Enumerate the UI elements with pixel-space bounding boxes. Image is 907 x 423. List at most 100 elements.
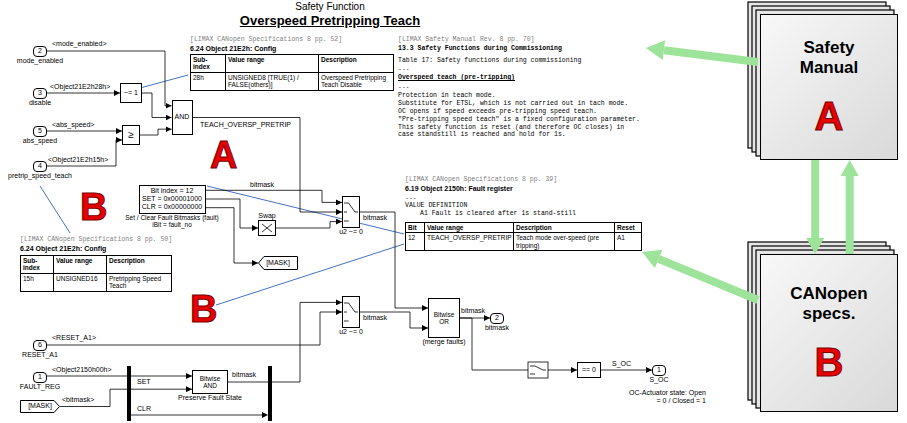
- manual-text: OC opens if speed exceeds pre-tripping s…: [398, 108, 597, 115]
- spec-table: Sub-indexValue rangeDescription28hUNSIGN…: [190, 54, 394, 91]
- block-caption: disable: [29, 99, 51, 107]
- switch-block: u2 ~= 0: [342, 196, 360, 228]
- switch-symbol: [344, 303, 358, 321]
- block-text: 1: [38, 373, 42, 381]
- block-caption: FAULT_REG: [20, 383, 60, 391]
- manual-text: ...: [398, 65, 410, 72]
- block-text: AND: [175, 113, 190, 121]
- block-caption-group: mode_enabled: [17, 57, 63, 65]
- spec-text: A1 Fault is cleared after 1s stand-still: [420, 210, 576, 217]
- node-body: Bitwise AND: [197, 375, 223, 390]
- block-caption-group: FAULT_REG: [20, 383, 60, 391]
- manual-text: Substitute for ETSL, which is not carrie…: [398, 100, 628, 107]
- block-caption-group: S_OC: [649, 376, 668, 384]
- node-body: Bitwise OR: [431, 311, 457, 326]
- table-row: Sub-indexValue rangeDescription: [191, 55, 394, 73]
- green-arrow-shaft: [664, 50, 758, 62]
- table-cell: TEACH_OVERSP_PRETRIP: [425, 233, 514, 251]
- block-text: == 0: [582, 366, 596, 374]
- table-cell: Value range: [226, 55, 319, 73]
- table-row: Sub-indexValue rangeDescription: [21, 256, 172, 274]
- block-text: ≥: [128, 129, 134, 141]
- bus-bar: [127, 366, 131, 421]
- block-caption-group: Set / Clear Fault Bitmasks (fault)iBit =…: [125, 214, 219, 229]
- block-text: 2: [495, 314, 499, 322]
- table-cell: Bit: [406, 223, 425, 233]
- leader-line: [207, 186, 404, 234]
- node-body: 6: [38, 341, 42, 349]
- green-arrow-head: [642, 250, 662, 268]
- node-body: Bit index = 12SET = 0x00001000CLR = 0x00…: [142, 187, 203, 211]
- table-cell: UNSIGNED8 [TRUE(1) / FALSE(others)]: [226, 72, 319, 90]
- node-body: ~= 1: [124, 89, 138, 97]
- diagram-subtitle: Overspeed Pretripping Teach: [240, 14, 420, 29]
- switch-block: u2 ~= 0: [342, 296, 360, 328]
- block-text: A: [815, 96, 844, 136]
- reference-arrow: [811, 160, 819, 238]
- switch-symbol: [344, 203, 358, 221]
- block-text: [MASK]: [28, 402, 52, 410]
- spec-text: ...: [405, 194, 417, 201]
- block-icon: [343, 197, 359, 227]
- signal-label: bitmask: [461, 307, 485, 315]
- node-body: == 0: [582, 366, 596, 374]
- node-body: 3: [38, 89, 42, 97]
- spec-table: BitValue rangeDescriptionReset12TEACH_OV…: [405, 222, 642, 251]
- table-cell: Sub-index: [191, 55, 226, 73]
- block-caption-group: u2 ~= 0: [339, 228, 363, 236]
- signal-name: CLR: [137, 405, 151, 413]
- source-reference: [LIMAX CANopen Specifications 8 pp. 52]: [190, 36, 342, 43]
- block-caption: S_OC: [649, 376, 668, 384]
- block-text: CLR = 0x00000000: [142, 203, 203, 211]
- block-text: CANopen specs.: [777, 284, 881, 323]
- block-text: 2: [38, 47, 42, 55]
- block-caption: Swap: [258, 212, 276, 220]
- node-body: Safety ManualA: [777, 38, 881, 135]
- node-body: 5: [38, 127, 42, 135]
- inport-block: 3disable: [33, 88, 47, 99]
- signal-label: <Object2150h00h>: [52, 366, 112, 374]
- signal-wire: [47, 51, 172, 106]
- block-text: 1: [657, 366, 661, 374]
- inport-block: 6RESET_A1: [33, 340, 47, 351]
- block-caption: abs_speed: [23, 137, 57, 145]
- block-text: Bitwise AND: [197, 375, 223, 390]
- signal-wire: [140, 129, 172, 135]
- node-body: [MASK]: [266, 259, 290, 267]
- block-caption-group: Preserve Fault State: [178, 394, 242, 402]
- leader-line: [216, 244, 404, 305]
- table-row: 15hUNSIGNED16Pretripping Speed Teach: [21, 273, 172, 291]
- swap-symbol: [262, 224, 272, 232]
- table-cell: Value range: [54, 256, 107, 274]
- signal-label: bitmask: [232, 371, 256, 379]
- signal-wire: [131, 415, 262, 416]
- logic-block: AND: [172, 100, 193, 135]
- switch-symbol: [530, 366, 546, 374]
- arrowhead: [262, 412, 268, 418]
- source-reference: [LIMAX CANopen Specifications 8 pp. 39]: [405, 176, 557, 183]
- block-caption-group: disable: [29, 99, 51, 107]
- block-caption-group: bitmask: [485, 324, 509, 332]
- block-caption-group: u2 ~= 0: [339, 328, 363, 336]
- signal-wire: [47, 140, 122, 166]
- block-caption: (merge faults): [422, 338, 465, 346]
- block-text: 4: [38, 162, 42, 170]
- goto-outline: [259, 257, 298, 270]
- node-body: 4: [38, 162, 42, 170]
- compare-block: == 0: [577, 362, 601, 378]
- block-caption: u2 ~= 0: [339, 328, 363, 336]
- signal-wire: [47, 93, 120, 94]
- source-reference: [LIMAX Safety Manual Rev. 8 pp. 70]: [398, 36, 535, 43]
- block-text: Bit index = 12: [151, 187, 194, 195]
- manual-text: Table 17: Safety functions during commis…: [398, 57, 581, 64]
- document-stack: CANopen specs.B: [760, 254, 898, 412]
- signal-wire: [60, 389, 192, 406]
- from-outline: [21, 401, 60, 413]
- block-text: ~= 1: [124, 89, 138, 97]
- block-caption: Set / Clear Fault Bitmasks (fault): [125, 214, 219, 221]
- signal-wire: [360, 312, 428, 328]
- node-body: AND: [175, 113, 190, 121]
- signal-label: <Object21E2h28h>: [50, 83, 110, 91]
- table-cell: 15h: [21, 273, 54, 291]
- inport-block: 1FAULT_REG: [33, 372, 47, 383]
